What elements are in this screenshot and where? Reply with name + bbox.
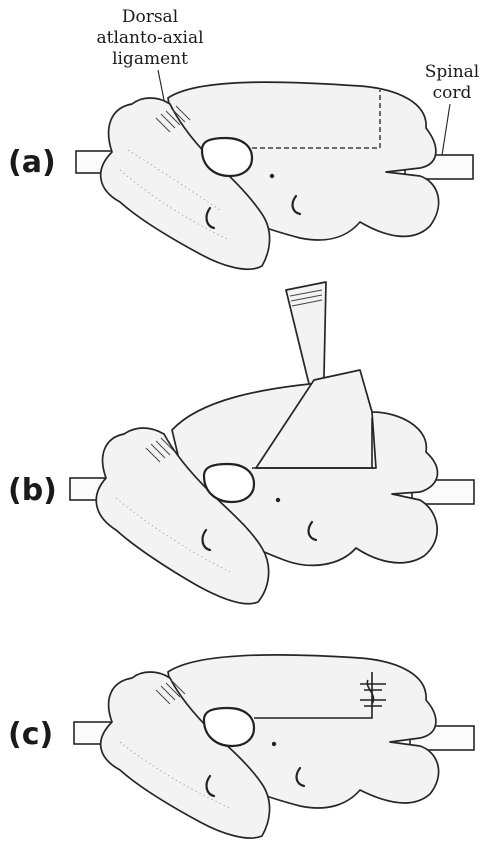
nutrient-foramen-mark	[270, 174, 274, 178]
spinal-cord-line-1: Spinal	[425, 62, 480, 82]
nutrient-foramen-mark	[276, 498, 280, 502]
spinal-cord-line-2: cord	[433, 83, 472, 103]
panel-b-label: (b)	[8, 473, 57, 508]
dorsal-ligament-line-2: atlanto-axial	[96, 28, 203, 48]
panel-b: (b)	[8, 282, 474, 604]
dorsal-ligament-line-3: ligament	[112, 49, 188, 69]
panel-a-label: (a)	[8, 145, 56, 180]
nutrient-foramen-mark	[272, 742, 276, 746]
panel-c-label: (c)	[8, 717, 53, 752]
panel-c: (c)	[8, 655, 474, 838]
forceps-icon	[286, 282, 326, 391]
panel-a: (a)	[8, 82, 473, 269]
dorsal-ligament-line-1: Dorsal	[122, 7, 178, 27]
